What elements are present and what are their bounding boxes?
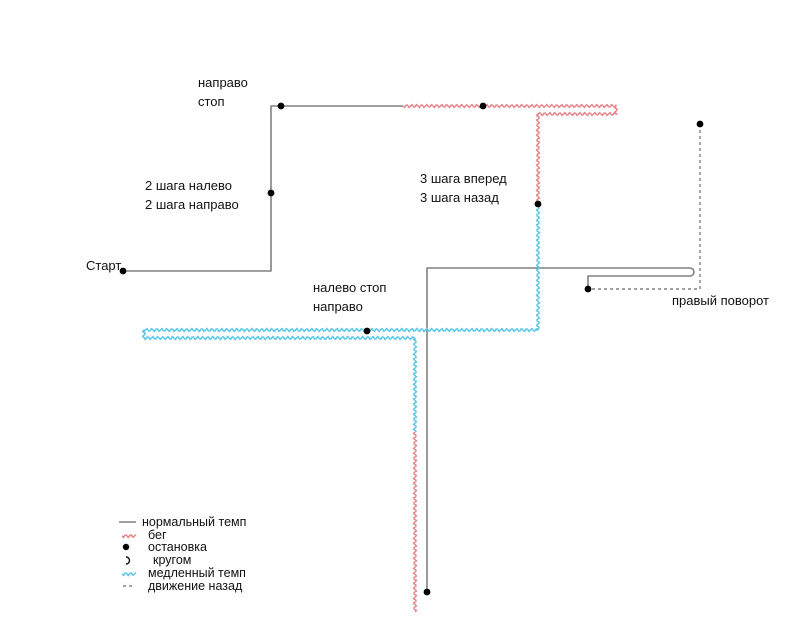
run-path-bottom [412,431,418,613]
normal-path-turn [587,267,695,289]
label-two-steps-right: 2 шага направо [145,197,239,212]
stop-two-steps [267,189,275,197]
route-paths [123,103,701,613]
legend-stop-swatch [122,543,130,551]
label-left-stop-right: направо [313,299,363,314]
label-left-stop: налево стоп [313,280,386,295]
stop-points [119,102,704,596]
legend-slow-swatch [121,571,137,577]
stop-finish [423,588,431,596]
label-right: направо [198,75,248,90]
backward-path [588,124,701,290]
stop-right-turn [584,285,592,293]
stop-forward-back [534,200,542,208]
legend-run-swatch [121,533,137,539]
legend: нормальный темп бег остановка кругом мед… [119,515,246,593]
legend-stop-label: остановка [148,540,207,554]
legend-run-label: бег [148,528,167,542]
stop-top-run [479,102,487,110]
label-three-steps-back: 3 шага назад [420,190,499,205]
label-start: Старт [86,258,121,273]
stop-right [277,102,285,110]
stop-backward-start [696,120,704,128]
legend-circle-label: кругом [153,553,191,567]
stop-start [119,267,127,275]
normal-path-center [426,267,690,592]
stop-left-right [363,327,371,335]
legend-normal-label: нормальный темп [142,515,246,529]
normal-path-start [123,105,403,272]
slow-path [141,203,541,433]
run-path-top [402,103,618,205]
label-stop: стоп [198,94,225,109]
label-two-steps-left: 2 шага налево [145,178,232,193]
label-three-steps-forward: 3 шага вперед [420,171,507,186]
legend-slow-label: медленный темп [148,566,246,580]
label-right-turn: правый поворот [672,293,769,308]
legend-backward-label: движение назад [148,579,243,593]
legend-circle-swatch [125,556,131,565]
